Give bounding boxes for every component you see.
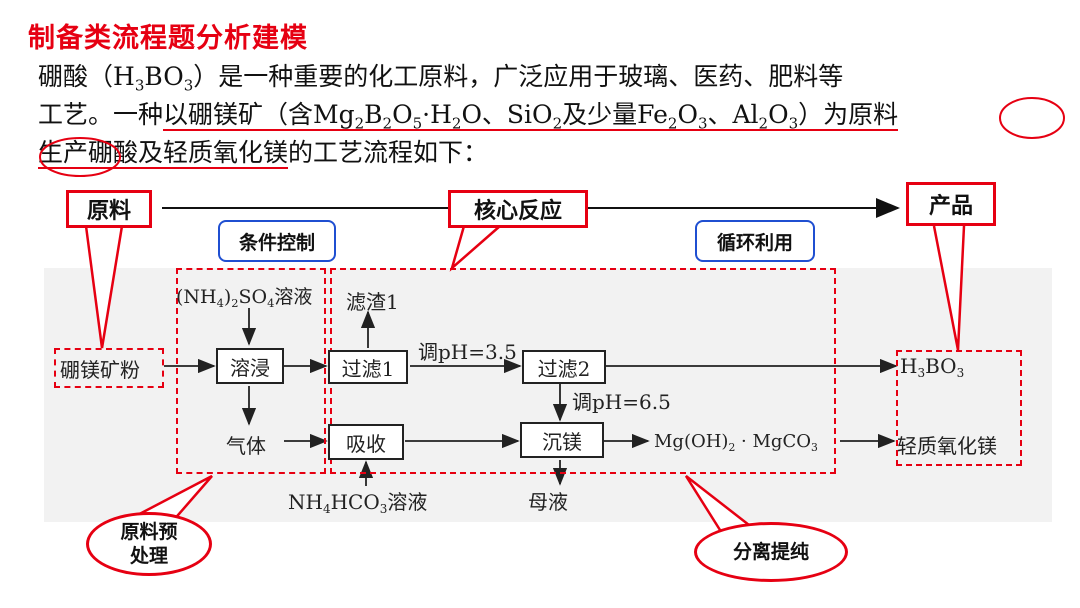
intro-l1-sub: 3 [183, 76, 194, 95]
intro-underline-product: 生产硼酸及轻质氧化镁 [38, 138, 289, 169]
label-core: 核心反应 [448, 190, 588, 228]
s: 4 [267, 295, 275, 310]
region-product [896, 350, 1022, 466]
page-title: 制备类流程题分析建模 [28, 23, 308, 54]
label-ore: 硼镁矿粉 [60, 358, 140, 382]
s: 2 [728, 440, 736, 454]
s: 2 [382, 114, 393, 133]
box-filter2: 过滤2 [522, 350, 606, 384]
callout-core [449, 225, 501, 272]
intro-text: 硼酸（H3BO3）是一种重要的化工原料，广泛应用于玻璃、医药、肥料等 工艺。一种… [38, 58, 1068, 172]
box-filter1: 过滤1 [328, 350, 408, 384]
t: 及少量Fe [562, 100, 668, 129]
label-pretreat: 原料预 处理 [86, 512, 212, 576]
callout-product [932, 225, 966, 351]
callout-separate [684, 475, 759, 533]
s: 2 [231, 295, 239, 310]
intro-line-1: 硼酸（H3BO3）是一种重要的化工原料，广泛应用于玻璃、医药、肥料等 [38, 58, 1068, 96]
s: 3 [917, 366, 926, 381]
label-raw: 原料 [66, 190, 152, 228]
intro-line-3: 生产硼酸及轻质氧化镁的工艺流程如下： [38, 134, 1068, 172]
s: 3 [788, 114, 799, 133]
t: 溶液 [274, 286, 313, 308]
label-ph2: 调pH=6.5 [572, 390, 671, 414]
intro-underline-ore: 以硼镁矿（含Mg2B2O5·H2O、SiO2及少量Fe2O3、Al2O3）为原料 [163, 100, 899, 133]
t: O [768, 100, 789, 129]
label-separate: 分离提纯 [694, 522, 848, 582]
s: 3 [379, 502, 388, 517]
callout-pretreat [127, 474, 213, 523]
intro-l1a: 硼酸（H [38, 62, 135, 91]
t: ）为原料 [798, 100, 899, 129]
intro-l1c: ）是一种重要的化工原料，广泛应用于玻璃、医药、肥料等 [193, 62, 844, 91]
intro-l2a: 工艺。一种 [38, 100, 164, 129]
label-ph1: 调pH=3.5 [418, 340, 517, 364]
label-mother: 母液 [528, 490, 568, 514]
label-gas: 气体 [226, 434, 266, 458]
s: 2 [758, 114, 769, 133]
t: ) [223, 286, 232, 308]
t: O [677, 100, 698, 129]
s: 4 [216, 295, 224, 310]
t: O、SiO [461, 100, 553, 129]
region-raw [54, 348, 164, 388]
intro-line-2: 工艺。一种以硼镁矿（含Mg2B2O5·H2O、SiO2及少量Fe2O3、Al2O… [38, 96, 1068, 134]
t: B [364, 100, 383, 129]
t: ·H [422, 100, 452, 129]
box-absorb: 吸收 [328, 424, 404, 460]
intro-l1-sub: 3 [134, 76, 145, 95]
t: (NH [176, 286, 217, 308]
t: SO [238, 286, 268, 308]
label-condition: 条件控制 [218, 220, 336, 262]
s: 2 [354, 114, 365, 133]
s: 4 [322, 502, 331, 517]
t: · MgCO [735, 431, 811, 452]
s: 2 [451, 114, 462, 133]
label-mg: Mg(OH)2 · MgCO3 [654, 431, 818, 454]
region-condition [176, 268, 326, 474]
label-product: 产品 [906, 182, 996, 226]
flow-panel [44, 268, 1052, 522]
t: NH [288, 490, 323, 514]
t: 以硼镁矿（含Mg [163, 100, 355, 129]
label-h3bo3: H3BO3 [900, 354, 965, 381]
label-nh4hco3: NH4HCO3溶液 [288, 486, 427, 515]
box-leach: 溶浸 [216, 348, 284, 384]
callout-raw [84, 225, 124, 349]
t: Mg(OH) [654, 431, 729, 452]
s: 3 [810, 440, 818, 454]
t: 溶液 [387, 490, 428, 514]
label-light-mgo: 轻质氧化镁 [897, 434, 997, 458]
s: 2 [552, 114, 563, 133]
t: HCO [330, 490, 380, 514]
t: 、Al [707, 100, 759, 129]
intro-circle-produce [39, 137, 121, 177]
s: 2 [667, 114, 678, 133]
label-residue: 滤渣1 [346, 290, 399, 314]
box-precip: 沉镁 [520, 422, 604, 458]
t: H [900, 354, 918, 378]
label-reagent-top: (NH4)2SO4溶液 [176, 282, 312, 309]
intro-l1b: BO [144, 62, 184, 91]
t: BO [925, 354, 957, 378]
label-recycle: 循环利用 [695, 220, 815, 262]
s: 3 [697, 114, 708, 133]
intro-circle-raw [999, 97, 1065, 139]
t: O [392, 100, 413, 129]
s: 3 [956, 366, 965, 381]
s: 5 [412, 114, 423, 133]
intro-l3-rest: 的工艺流程如下： [288, 138, 489, 167]
